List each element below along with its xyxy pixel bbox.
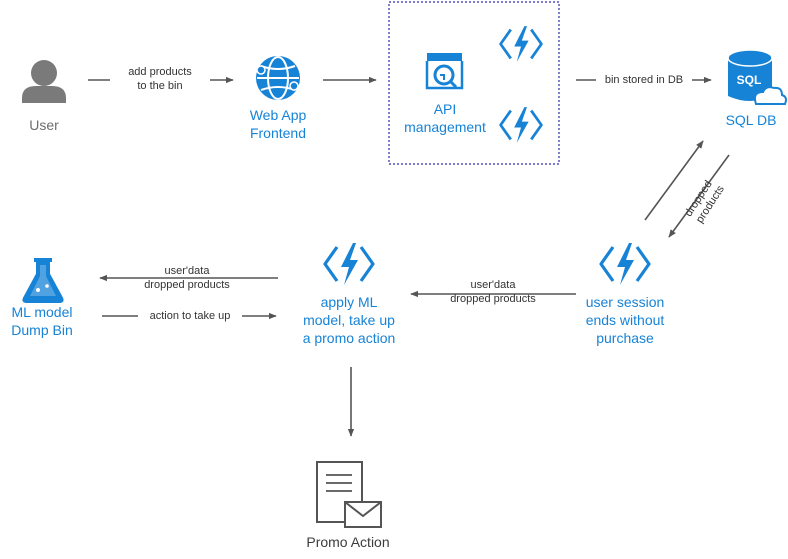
- azure-function-icon: [323, 241, 375, 287]
- arrow-session-to-sql: [644, 140, 704, 221]
- azure-function-icon: [599, 241, 651, 287]
- edge-label-apply-to-ml: user'data dropped products: [144, 265, 230, 291]
- node-label-user-session: user session ends without purchase: [585, 294, 665, 346]
- person-icon: [22, 60, 66, 103]
- web-app-globe-icon: [256, 56, 300, 100]
- node-label-sql-db: SQL DB: [725, 112, 777, 128]
- sql-icon-text: SQL: [737, 73, 762, 87]
- node-label-api-management: API management: [404, 101, 486, 135]
- node-label-ml-model: ML model Dump Bin: [11, 304, 73, 338]
- node-label-apply-ml: apply ML model, take up a promo action: [302, 294, 396, 346]
- edge-label-action-to-take-up: action to take up: [138, 309, 242, 323]
- azure-function-icon: [499, 105, 543, 145]
- node-label-web-app: Web App Frontend: [249, 107, 307, 141]
- flask-icon: [22, 258, 64, 303]
- node-label-user: User: [29, 117, 59, 133]
- edge-label-session-to-apply: user'data dropped products: [450, 279, 536, 305]
- api-management-group-box: [388, 1, 560, 165]
- sql-database-icon: SQL: [727, 49, 787, 105]
- api-management-icon: [425, 53, 464, 90]
- edge-label-bin-stored: bin stored in DB: [596, 73, 692, 87]
- edge-label-add-products: add products to the bin: [110, 65, 210, 93]
- edge-label-dropped-products: dropped products: [683, 176, 728, 226]
- azure-function-icon: [499, 24, 543, 64]
- node-label-promo-action: Promo Action: [306, 534, 390, 550]
- document-envelope-icon: [316, 461, 382, 528]
- arrow-sql-to-session: [668, 154, 730, 238]
